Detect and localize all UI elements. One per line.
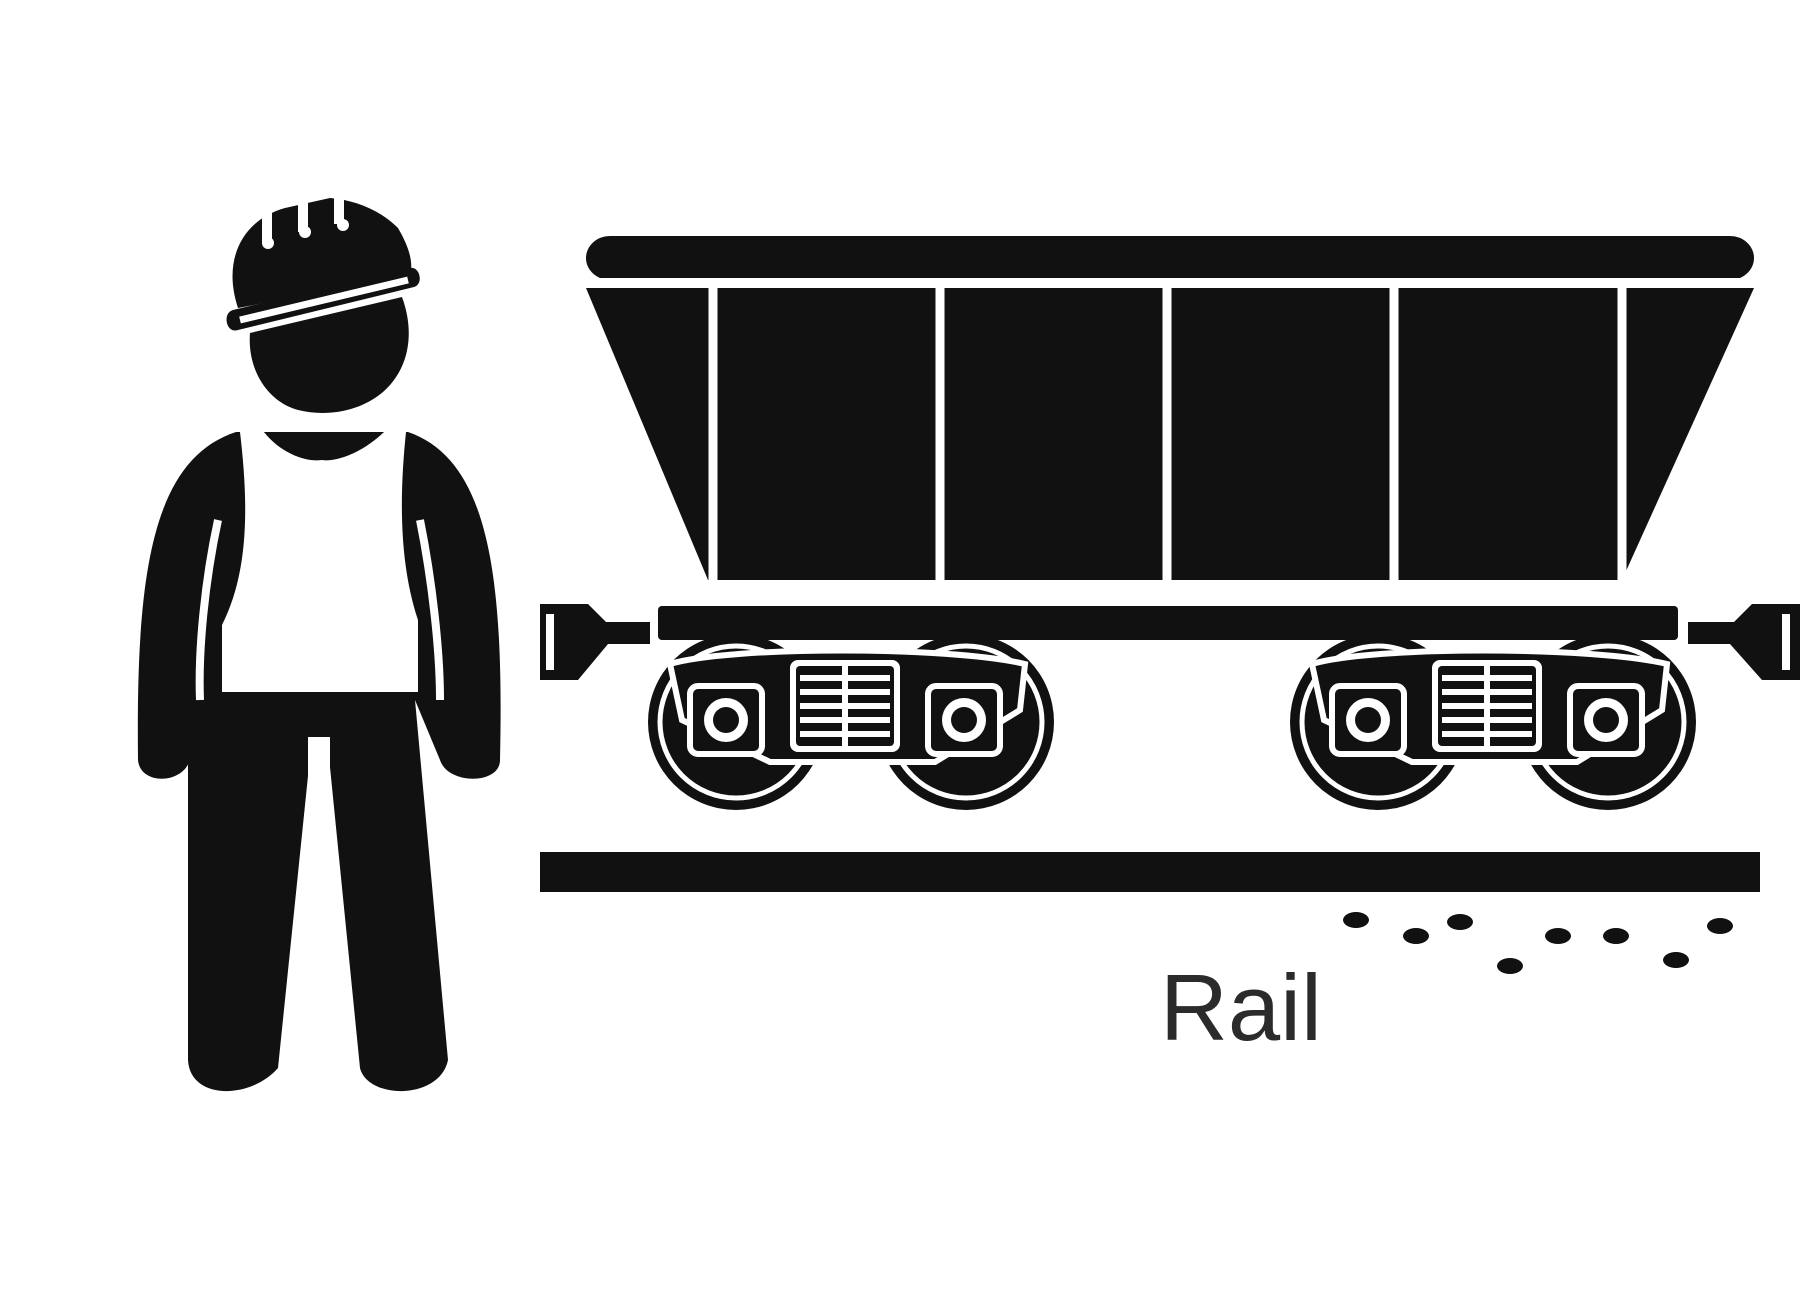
left-bogie [648, 634, 1054, 810]
worker-head [249, 297, 409, 413]
hard-hat-icon [226, 198, 420, 331]
hopper-wagon-icon [540, 236, 1800, 810]
dotted-marks [1343, 912, 1733, 974]
rail-label: Rail [1160, 955, 1322, 1060]
wagon-panel-dividers [708, 288, 1627, 595]
left-coupler [540, 604, 650, 680]
rail-track [540, 852, 1760, 892]
wagon-top-rim [586, 236, 1754, 280]
construction-worker-icon [137, 198, 501, 1092]
worker-shirt [222, 432, 418, 692]
right-coupler [1688, 604, 1800, 680]
wagon-underframe [658, 606, 1678, 640]
right-bogie [1290, 634, 1696, 810]
